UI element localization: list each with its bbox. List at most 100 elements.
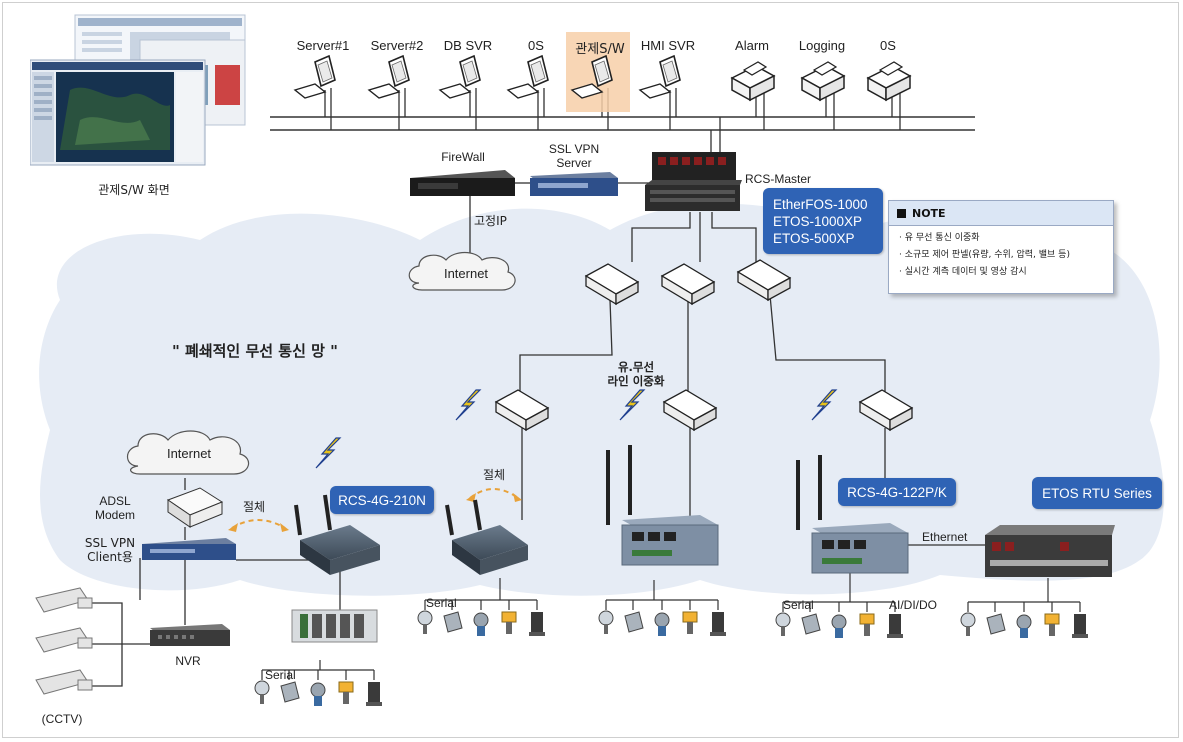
fixed-ip-label: 고정IP [474,214,507,228]
firewall-device [410,170,515,196]
wireless-bolt-icon [619,389,646,421]
aidido-label: AI/DI/DO [889,598,938,612]
cctv-label: (CCTV) [41,712,83,726]
backbone-lines [270,88,975,131]
sensor-group [960,578,1088,638]
switchover-label: 절체 [242,500,266,514]
rcs-4g-210n-device [294,494,380,575]
wireless-bolts [315,389,838,469]
actuator-valve-icon [338,681,354,704]
core-connections [92,117,985,687]
top-devices [293,54,912,102]
pressure-gauge-icon [417,610,433,634]
dual-line-label: 유.무선 라인 이중화 [607,360,665,388]
cctv-cameras [35,587,93,695]
note-header: NOTE [889,201,1113,226]
server-label: 0S [528,38,544,53]
adsl-modem-device [166,487,224,528]
switchover-label: 절체 [482,468,506,482]
server-label: DB SVR [443,38,493,53]
ethernet-label: Ethernet [922,530,968,544]
internet-label-2: Internet [166,446,212,461]
serial-label: Serial [265,668,296,682]
pressure-gauge-icon [960,612,976,636]
computer-icon [638,54,681,99]
wireless-bolt-icon [315,437,342,469]
plc-device [291,609,378,643]
printer-label: 0S [880,38,896,53]
square-icon [897,208,906,218]
flow-meter-icon [310,682,326,706]
internet-cloud [408,251,516,291]
printer-icon [730,61,776,102]
flow-meter-icon [1016,614,1032,638]
server-label: 관제S/W [575,42,625,57]
control-software-screenshots [30,14,246,166]
server-label: HMI SVR [640,38,696,53]
computer-icon [438,54,481,99]
serial-label: Serial [783,598,814,612]
printer-label: Logging [798,38,846,53]
rcs-master-device [645,152,742,211]
etos-rtu-device [985,525,1115,577]
computer-icon [293,54,336,99]
rcs-4g-122-middle-device [606,445,719,566]
rcs-master-label: RCS-Master [745,172,812,186]
pressure-gauge-icon [598,610,614,634]
internet-label: Internet [443,266,489,281]
valve-icon [986,613,1006,635]
rcs-4g-router-middle-device [445,499,528,575]
product-item: ETOS-1000XP [773,213,863,229]
computer-icon [506,54,549,99]
level-sensor-icon [887,614,903,638]
product-box-ethos: EtherFOS-1000 ETOS-1000XP ETOS-500XP [763,188,883,254]
computer-icon [570,54,613,99]
flow-meter-icon [473,612,489,636]
level-sensor-icon [529,612,545,636]
valve-icon [624,611,644,633]
actuator-valve-icon [682,611,698,634]
nvr-device [150,624,230,646]
adsl-modem-label: ADSL Modem [94,494,136,522]
product-item: EtherFOS-1000 [773,196,868,212]
access-point-icon [584,263,640,306]
ssl-vpn-server-device [530,172,618,196]
level-sensor-icon [1072,614,1088,638]
internet-cloud-2 [126,430,250,475]
sensor-group [775,573,903,638]
rcs-4g-210n-label: RCS-4G-210N [330,486,434,514]
ssl-vpn-client-label: SSL VPN Client용 [84,536,136,564]
screenshot-caption: 관제S/W 화면 [98,183,170,197]
note-title: NOTE [912,206,946,220]
access-point-icon [660,263,716,306]
printer-icon [800,61,846,102]
server-label: Server#2 [370,38,424,53]
etos-rtu-label: ETOS RTU Series [1032,477,1162,509]
access-point-icon [662,389,718,432]
serial-label: Serial [426,596,457,610]
access-point-icon [494,389,550,432]
actuator-valve-icon [501,611,517,634]
flow-meter-icon [831,614,847,638]
pressure-gauge-icon [254,680,270,704]
rcs-4g-122pk-label: RCS-4G-122P/K [838,478,956,506]
printer-icon [866,61,912,102]
sensor-groups [254,573,1088,706]
pressure-gauge-icon [775,612,791,636]
closed-network-title: " 폐쇄적인 무선 통신 망 " [172,342,338,360]
actuator-valve-icon [1044,613,1060,636]
level-sensor-icon [710,612,726,636]
access-point-icon [858,389,914,432]
note-box: NOTE · 유 무선 통신 이중화 · 소규모 제어 판넬(유량, 수위, 압… [888,200,1114,294]
access-points [494,259,914,432]
note-item: · 실시간 계측 데이터 및 영상 감시 [899,267,1027,277]
valve-icon [280,681,300,703]
actuator-valve-icon [859,613,875,636]
product-item: ETOS-500XP [773,230,855,246]
nvr-label: NVR [175,654,201,668]
flow-meter-icon [654,612,670,636]
ssl-vpn-client-device [142,538,236,560]
